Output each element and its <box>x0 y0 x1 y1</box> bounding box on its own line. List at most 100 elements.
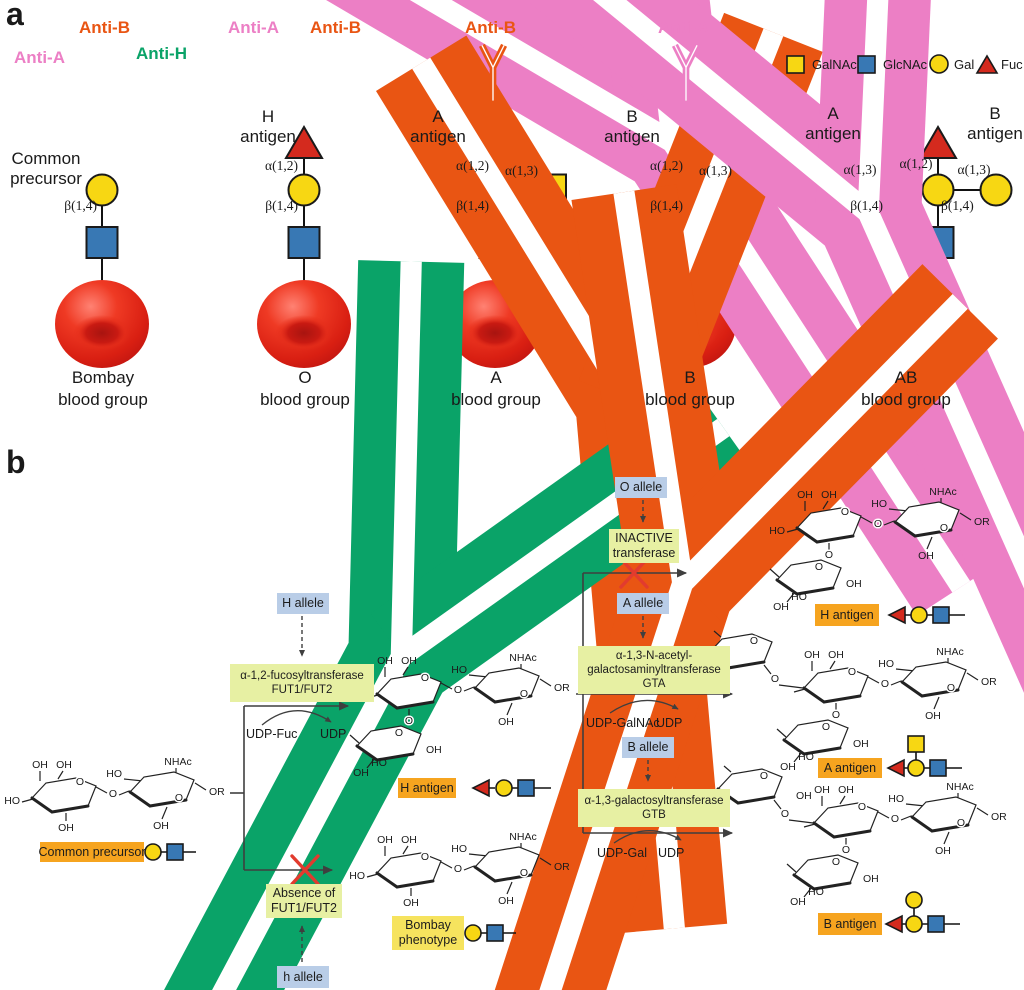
svg-text:HO: HO <box>371 757 387 769</box>
svg-text:NHAc: NHAc <box>164 756 191 768</box>
svg-text:OH: OH <box>863 873 879 885</box>
anti-a-label: Anti-A <box>228 18 279 37</box>
svg-text:O: O <box>520 688 528 700</box>
udp-label: UDP <box>320 727 347 741</box>
svg-text:O: O <box>940 522 948 534</box>
svg-text:HO: HO <box>451 664 467 676</box>
glcnac-square <box>85 226 119 259</box>
o-allele-box: O allele <box>615 477 667 498</box>
glycan-icon-a-antigen <box>886 735 962 778</box>
chem-structure-h-antigen-product: OH OH HO O O HO NHAc OR O OH O O OH HO O… <box>769 486 990 613</box>
svg-text:OH: OH <box>377 655 393 667</box>
gal-circle <box>979 173 1013 207</box>
blood-group-o: O blood group <box>260 368 350 409</box>
anti-b-label: Anti-B <box>310 18 361 37</box>
svg-text:OH: OH <box>828 649 844 661</box>
h-allele-box: H allele <box>277 593 329 614</box>
legend-glcnac-icon <box>857 55 876 74</box>
svg-text:O: O <box>891 813 899 825</box>
glycan-icon-bombay <box>464 924 516 942</box>
svg-text:OH: OH <box>925 710 941 722</box>
svg-text:OH: OH <box>32 759 48 771</box>
svg-text:O: O <box>957 817 965 829</box>
gal-circle <box>921 173 955 207</box>
svg-text:OR: OR <box>991 811 1007 823</box>
b-allele-box: B allele <box>622 737 674 758</box>
svg-text:OR: OR <box>974 516 990 528</box>
linkage-a13: α(1,3) <box>505 163 538 178</box>
svg-text:HO: HO <box>791 591 807 603</box>
svg-text:O: O <box>520 867 528 879</box>
svg-text:OH: OH <box>773 601 789 613</box>
chem-structure-h-antigen: OH OH HO O O HO NHAc OR O OH O O OH HO O… <box>349 652 570 779</box>
svg-text:HO: HO <box>808 886 824 898</box>
svg-text:OH: OH <box>853 738 869 750</box>
glcnac-square <box>287 226 321 259</box>
svg-text:OH: OH <box>796 790 812 802</box>
svg-text:O: O <box>881 678 889 690</box>
svg-text:OH: OH <box>58 822 74 834</box>
linkage-a12: α(1,2) <box>650 158 683 173</box>
svg-text:OH: OH <box>56 759 72 771</box>
svg-text:OH: OH <box>935 845 951 857</box>
svg-text:NHAc: NHAc <box>946 781 973 793</box>
svg-text:OH: OH <box>403 897 419 909</box>
anti-a-label: Anti-A <box>14 48 65 67</box>
svg-text:HO: HO <box>888 793 904 805</box>
glycan-icon-common-precursor <box>144 843 196 861</box>
svg-text:OH: OH <box>498 716 514 728</box>
svg-text:OH: OH <box>353 767 369 779</box>
svg-text:OH: OH <box>498 895 514 907</box>
h-antigen-tag-right: H antigen <box>815 604 879 626</box>
anti-h-label: Anti-H <box>136 44 187 63</box>
svg-text:OH: OH <box>426 744 442 756</box>
svg-text:HO: HO <box>798 751 814 763</box>
udp-galnac-label: UDP-GalNAc <box>586 716 660 730</box>
linkage-b14: β(1,4) <box>941 198 974 213</box>
svg-text:OH: OH <box>153 820 169 832</box>
svg-text:OH: OH <box>797 489 813 501</box>
legend-fuc-icon <box>975 54 999 74</box>
svg-text:O: O <box>874 518 882 530</box>
svg-text:HO: HO <box>451 843 467 855</box>
a-antigen-label: A antigen <box>410 107 466 146</box>
svg-text:OH: OH <box>780 761 796 773</box>
svg-text:OH: OH <box>377 834 393 846</box>
b-antigen-label: B antigen <box>604 107 660 146</box>
svg-text:HO: HO <box>4 795 20 807</box>
svg-text:O: O <box>760 770 768 782</box>
linkage-b14: β(1,4) <box>850 198 883 213</box>
svg-text:HO: HO <box>349 870 365 882</box>
chem-structure-common-precursor: OH OH HO O O HO NHAc OR O OH OH <box>4 756 225 834</box>
svg-text:O: O <box>421 672 429 684</box>
linkage-a13: α(1,3) <box>957 162 991 177</box>
linkage-a12: α(1,2) <box>456 158 489 173</box>
linkage-b14: β(1,4) <box>456 198 489 213</box>
udp-label: UDP <box>656 716 683 730</box>
b-antigen-tag: B antigen <box>818 913 882 935</box>
svg-text:OH: OH <box>821 489 837 501</box>
svg-text:HO: HO <box>106 768 122 780</box>
svg-text:O: O <box>822 721 830 733</box>
gtb-enzyme-box: α-1,3-galactosyltransferase GTB <box>578 789 730 827</box>
linkage-b14: β(1,4) <box>64 198 97 213</box>
chem-structure-bombay: OH OH HO O O HO NHAc OR O OH OH <box>349 831 570 909</box>
bombay-phenotype-tag: Bombay phenotype <box>392 916 464 950</box>
h-recessive-allele-box: h allele <box>277 966 329 988</box>
a-allele-box: A allele <box>617 593 669 614</box>
legend-galnac-icon <box>786 55 805 74</box>
svg-text:O: O <box>848 666 856 678</box>
a-antigen-label-ab: A antigen <box>805 104 861 143</box>
gal-circle <box>85 173 119 207</box>
linkage-a13: α(1,3) <box>699 163 732 178</box>
svg-text:O: O <box>175 792 183 804</box>
svg-text:OH: OH <box>401 834 417 846</box>
svg-text:OH: OH <box>918 550 934 562</box>
legend-gal-icon <box>929 54 949 74</box>
legend-glcnac-label: GlcNAc <box>883 57 928 72</box>
common-precursor-label: Common precursor <box>10 149 82 188</box>
gal-circle <box>287 173 321 207</box>
blood-group-ab: AB blood group <box>861 368 951 409</box>
fut-enzyme-box: α-1,2-fucosyltransferase FUT1/FUT2 <box>230 664 374 702</box>
